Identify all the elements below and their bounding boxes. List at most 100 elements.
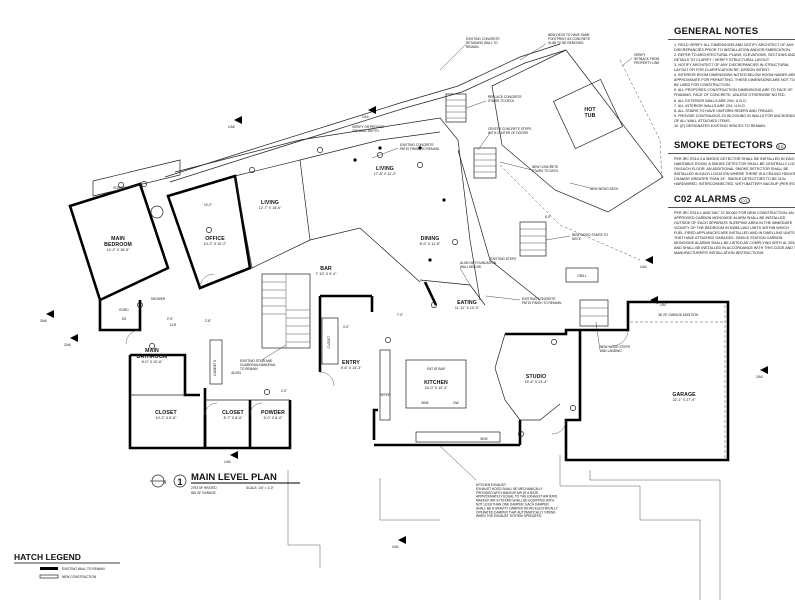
dining-door-jamb [423,281,438,306]
general-note-item: 5. ALL PROPOSED CONSTRUCTION DIMENSIONS … [674,88,793,93]
door-swing [199,273,215,289]
panel-text-line: HABITABLE ROOM. A SMOKE DETECTOR SHALL B… [674,162,795,167]
callout-line: PROVIDED WITH MAKEUP AIR AT A RATE [476,491,538,495]
smoke-detector-icon [551,339,557,345]
room-name-garage: GARAGE [672,392,696,398]
general-note-item: 8. ALL STAIRS TO HAVE UNIFORM RISERS AND… [674,108,774,113]
co2-alarms-title: C02 ALARMS CO [674,194,750,205]
dim-2-8: 2'-8" [205,319,211,323]
light-fixture-icon [418,146,422,150]
panel-text-line: THAT HAVE ATTACHED GARAGES. SINGLE STATI… [674,236,783,241]
callout-line: AND LANDING [600,349,622,353]
existing-living-outline [174,117,481,301]
kitchen-island [405,359,467,409]
callout-line: 2X6 WALL DEPTH [352,129,379,133]
plan-garage-sf: 561 SF GARAGE [191,491,216,495]
plan-number-bubble [173,474,187,488]
smoke-detector-icon [149,343,155,349]
label-dw: DW [453,401,458,405]
retaining-wall-line-2 [169,49,567,183]
room-name-entry: ENTRY [342,360,360,366]
section-arrow-icon [650,296,658,304]
closet-entry [321,317,339,365]
panel-text-line: OUTSIDE OF EACH SEPARATE SLEEPING AREA I… [674,221,793,226]
concrete-stairs [445,93,467,123]
label-clr: CLR [170,323,177,327]
callout-line: GUARDRAIL/HANDRAIL [240,363,276,367]
callout-line: WALL BELOW [460,265,481,269]
fixture-icon [150,205,164,219]
smoke-detector-icon [118,182,124,188]
hatch-existing-label: EXISTING WALL TO REMAIN [62,567,105,571]
dim-7-0: 7'-0" [397,313,403,317]
room-dim-office: 10'-2" X 10'-2" [204,242,227,246]
callout-line: RETAINING WALL TO [466,41,498,45]
callout-line: NEW WOOD STAIRS TO [572,233,608,237]
room-name-main-bathroom: MAIN [145,348,159,354]
label-eat-at-bar: EAT AT BAR [427,367,446,371]
setback-line [619,59,663,181]
panel-text-line: FUEL-FIRED APPLIANCES ARE INSTALLED AND … [674,231,795,236]
callout-leaders [261,43,633,481]
room-dim-living-existing: 17'-8" X 11'-2" [374,172,397,176]
plan-title: MAIN LEVEL PLAN [191,472,277,483]
hot-tub [552,78,624,150]
section-mark-labels: 1/A3 1/A6 2/A6 3/A6 1/A4 1/A7 2/A5 1/A5 … [40,115,763,549]
room-dim-main-bedroom: 14'-2" X 16'-9" [107,248,130,252]
room-dim-garage: 22'-1" X 27'-9" [673,398,696,402]
room-labels: MAIN BEDROOM 14'-2" X 16'-9" OFFICE 10'-… [104,107,696,420]
smoke-detector-icon [385,337,391,343]
room-name-kitchen: KITCHEN [424,380,448,386]
door-swing [551,419,567,435]
label-euro: EURO [119,308,129,312]
general-note-item: OF ALL WALL ATTACHED ITEMS. [674,118,731,123]
site-line-b [559,455,701,600]
bar-wall [309,227,421,283]
label-shower: SHOWER [151,297,166,301]
studio-bay [494,333,561,421]
panel-text-line: PER IRC R314.3 A SMOKE DETECTOR SHALL BE… [674,157,795,161]
uc-refer-counter [379,349,391,421]
section-arrow-icon [46,310,54,318]
callout-line: EXISTING CONCRETE [466,37,500,41]
callout-line: PROPERTY LINE [634,61,659,65]
room-name-bar: BAR [320,266,332,272]
bath-upper [98,300,142,332]
room-name-living-existing: LIVING [376,166,394,172]
room-dim-closet-1: 10'-2" X 8'-8" [156,416,177,420]
dim-10-0: 10'-0" [204,203,212,207]
callout-line: WITH CENTER OF DOORS [488,131,528,135]
general-note-item: FRAMING, FACE OF CONCRETE, UNLESS OTHERW… [674,93,786,98]
label-garage-addition: 3D GF GARAGE ADDITION [658,313,699,317]
callout-existing-steps: EXISTING STEPS [490,257,516,261]
callout-line: ALIGN W/ FOUNDATION [460,261,497,265]
callout-line: EXISTING STAIR AND [240,359,273,363]
callout-line: KITCHEN EXHAUST: [476,483,507,487]
label-refer: REFER [380,393,392,397]
dim-2-0: 2'-0" [281,389,287,393]
light-fixture-icon [428,258,432,262]
section-arrow-icon [368,106,376,114]
section-mark: 1/A7 [660,303,667,307]
plan-heated: 2793 SF HEATED [191,486,217,490]
section-markers [46,106,768,544]
door-swing [611,329,629,347]
callout-line: TO REMAIN [240,367,258,371]
dim-3-0: 3'-0" [343,325,349,329]
label-align: ALIGN [231,371,241,375]
section-mark: 1/A5 [224,460,231,464]
callout-line: VERIFY [634,53,646,57]
general-notes-section: GENERAL NOTES 1. FIELD VERIFY ALL DIMENS… [668,26,795,129]
section-arrow-icon [234,116,242,124]
callout-kitchen-exhaust: KITCHEN EXHAUST:EXHAUST HOOD SHALL BE ME… [476,483,559,518]
callout-line: REPLACE CONCRETE [488,95,522,99]
room-name-closet-1: CLOSET [155,410,177,416]
callout-line: EXHAUST HOOD SHALL BE MECHANICALLY [476,487,544,491]
